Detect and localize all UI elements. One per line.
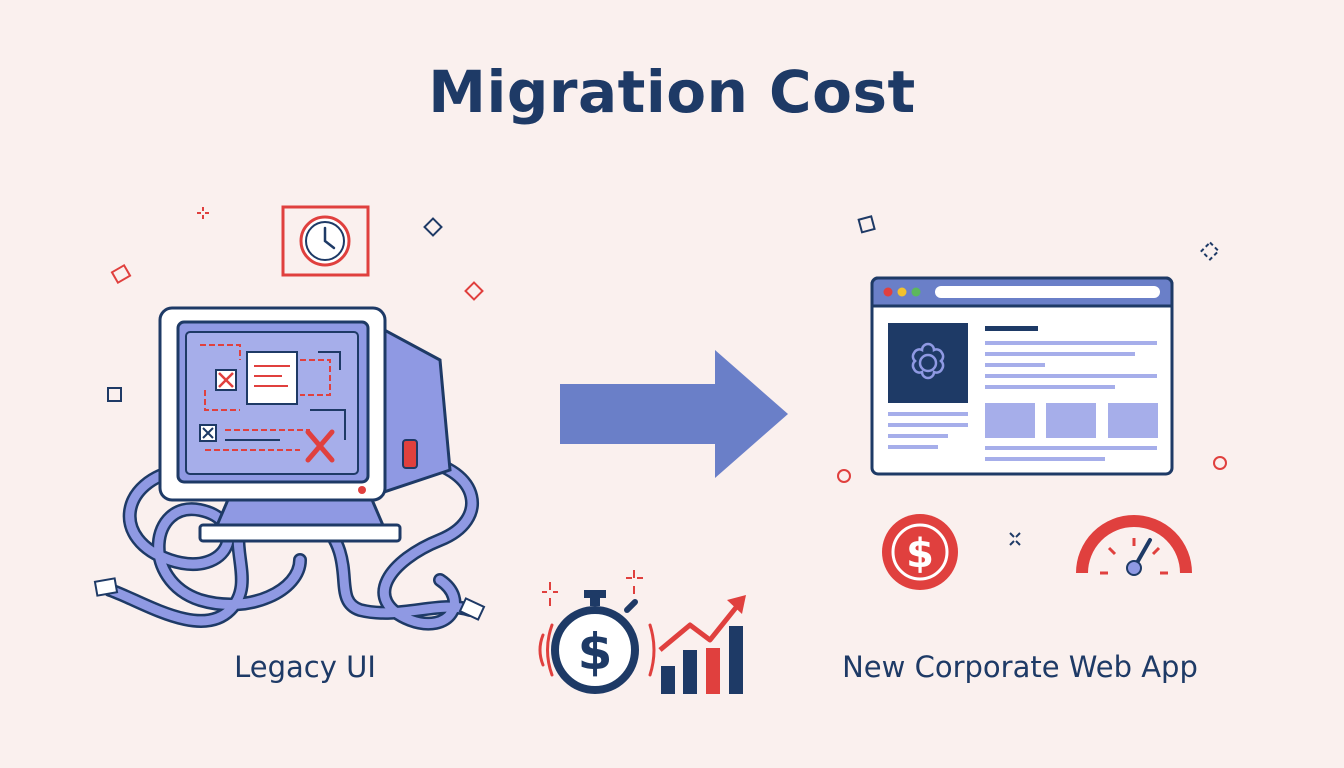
decorative-sparkles-left [107, 207, 484, 402]
browser-window-illustration [870, 276, 1174, 476]
speed-gauge-icon [1076, 515, 1192, 576]
svg-text:$: $ [578, 623, 613, 681]
page-title: Migration Cost [428, 58, 916, 126]
clock-icon [281, 205, 370, 277]
right-arrow-icon [560, 350, 788, 478]
dollar-stopwatch-icon: $ [538, 570, 656, 694]
new-web-app-label: New Corporate Web App [842, 650, 1198, 684]
decorative-sparkles-right [837, 215, 1227, 546]
dollar-coin-icon: $ [882, 514, 958, 590]
gear-icon [911, 342, 945, 380]
legacy-computer-illustration [93, 306, 486, 631]
legacy-ui-label: Legacy UI [234, 650, 376, 684]
svg-text:$: $ [906, 531, 934, 577]
rising-bar-chart-icon [658, 595, 746, 694]
